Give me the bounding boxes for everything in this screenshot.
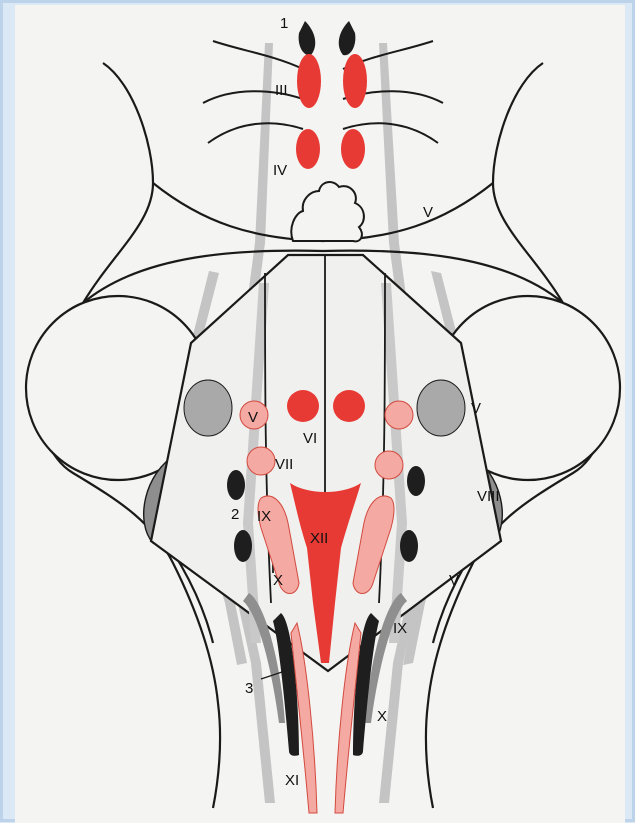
- label-VIII: VIII: [477, 488, 500, 505]
- label-IX-left: IX: [257, 508, 271, 525]
- left-trochlear-nucleus: [296, 129, 320, 169]
- label-V-right: V: [471, 400, 481, 417]
- label-X-left: X: [273, 572, 283, 589]
- left-dark-nucleus-lower: [234, 530, 252, 562]
- label-2: 2: [231, 506, 239, 523]
- right-dark-nucleus-upper: [407, 466, 425, 496]
- label-X-right: X: [377, 708, 387, 725]
- left-abducens-nucleus: [287, 390, 319, 422]
- right-trigeminal-motor: [385, 401, 413, 429]
- right-oculomotor-nucleus: [343, 54, 367, 108]
- label-XI: XI: [285, 772, 299, 789]
- label-IX-right: IX: [393, 620, 407, 637]
- left-facial-nucleus: [247, 447, 275, 475]
- label-VI: VI: [303, 430, 317, 447]
- left-oculomotor-nucleus: [297, 54, 321, 108]
- left-dark-nucleus-upper: [227, 470, 245, 500]
- right-abducens-nucleus: [333, 390, 365, 422]
- label-V-lower: V: [449, 572, 459, 589]
- label-III: III: [275, 82, 288, 99]
- label-VII: VII: [275, 456, 293, 473]
- label-3: 3: [245, 680, 253, 697]
- right-dark-nucleus-lower: [400, 530, 418, 562]
- right-trochlear-nucleus: [341, 129, 365, 169]
- label-IV: IV: [273, 162, 287, 179]
- left-trigeminal-grey: [184, 380, 232, 436]
- label-V-top: V: [423, 204, 433, 221]
- brainstem-cranial-nerve-nuclei-diagram: 1 III IV V V VI V VII VIII 2 IX XII X V …: [15, 5, 625, 823]
- right-trigeminal-grey: [417, 380, 465, 436]
- right-facial-nucleus: [375, 451, 403, 479]
- label-XII: XII: [310, 530, 328, 547]
- label-1: 1: [280, 15, 288, 32]
- label-V-left: V: [248, 409, 258, 426]
